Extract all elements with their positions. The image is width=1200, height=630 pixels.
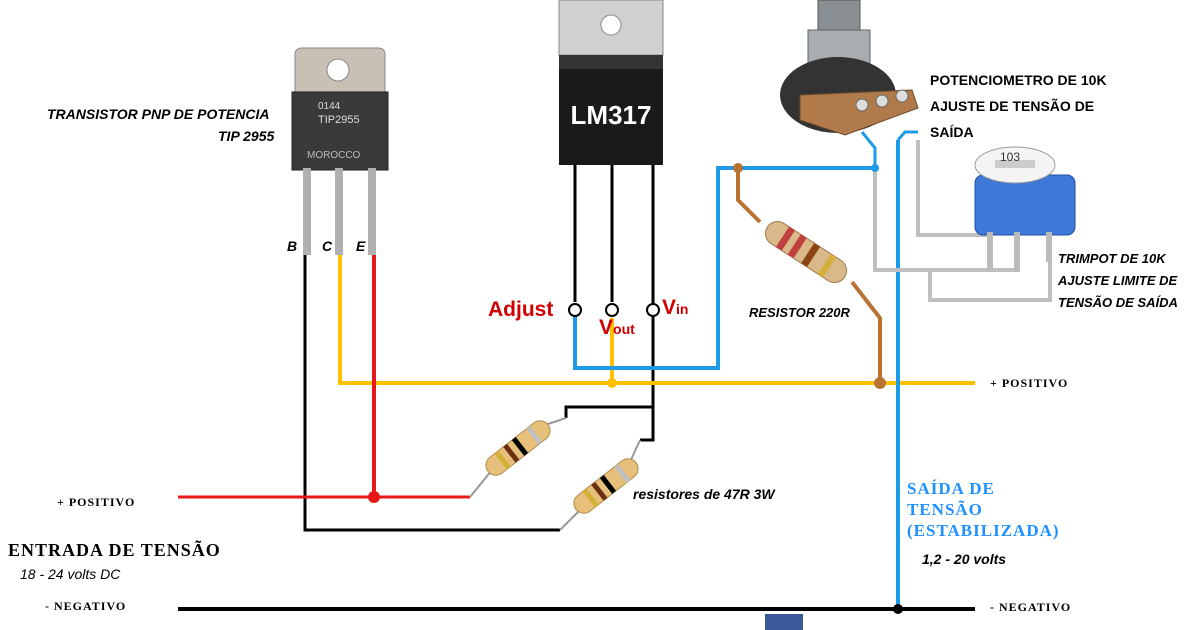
output-label: SAÍDA DE TENSÃO (ESTABILIZADA) bbox=[907, 479, 1060, 540]
lm317-package bbox=[558, 0, 664, 317]
positive-rail-wire bbox=[338, 255, 975, 385]
pin-label-vout: Vout bbox=[599, 316, 635, 339]
junction-dot bbox=[368, 491, 380, 503]
pin-label-e: E bbox=[356, 238, 366, 254]
output-range: 1,2 - 20 volts bbox=[922, 551, 1007, 567]
pot-wiper-wire bbox=[860, 131, 877, 168]
input-negative-label: - NEGATIVO bbox=[45, 599, 127, 613]
negative-rail-label: - NEGATIVO bbox=[990, 600, 1072, 614]
lm317-vin-wire-2 bbox=[640, 407, 655, 442]
adjust-wire bbox=[573, 166, 875, 370]
trimpot-code: 103 bbox=[1000, 150, 1021, 164]
junction-dot bbox=[874, 377, 886, 389]
junction-dot bbox=[893, 604, 903, 614]
resistor-47-a bbox=[485, 420, 551, 476]
trimpot-wire-1 bbox=[873, 168, 1017, 272]
transistor-description: TRANSISTOR PNP DE POTENCIA bbox=[47, 106, 270, 122]
junction-dot bbox=[607, 378, 617, 388]
junction-dot bbox=[871, 164, 879, 172]
transistor-marking-origin: MOROCCO bbox=[307, 150, 361, 161]
pin-label-c: C bbox=[322, 238, 333, 254]
pin-label-adjust: Adjust bbox=[488, 298, 554, 321]
transistor-marking-part: TIP2955 bbox=[318, 114, 360, 126]
potentiometer bbox=[780, 0, 919, 136]
trimpot bbox=[974, 146, 1076, 272]
trimpot-wire-3 bbox=[928, 250, 1052, 302]
junction-dot bbox=[733, 163, 743, 173]
trimpot-label: TRIMPOT DE 10K AJUSTE LIMITE DE TENSÃO D… bbox=[1058, 251, 1178, 310]
resistor-220-lead-top bbox=[736, 168, 762, 224]
resistor-47-b bbox=[573, 458, 639, 514]
resistor-220-lead-bottom bbox=[850, 280, 882, 383]
pin-label-b: B bbox=[287, 238, 298, 254]
input-range: 18 - 24 volts DC bbox=[20, 566, 121, 582]
trimpot-wire-2 bbox=[916, 140, 990, 237]
lm317-label: LM317 bbox=[570, 100, 652, 130]
transistor-base-wire bbox=[303, 255, 560, 532]
transistor-marking-code: 0144 bbox=[318, 101, 341, 112]
positive-rail-label: + POSITIVO bbox=[990, 376, 1069, 390]
pin-label-vin: Vin bbox=[662, 296, 689, 319]
resistor-220-body bbox=[764, 220, 848, 284]
potentiometer-label: POTENCIOMETRO DE 10K AJUSTE DE TENSÃO DE… bbox=[930, 72, 1107, 140]
resistor-220-label: RESISTOR 220R bbox=[749, 305, 850, 320]
resistors-47-label: resistores de 47R 3W bbox=[633, 486, 775, 502]
transistor-model: TIP 2955 bbox=[218, 128, 275, 144]
facebook-icon bbox=[765, 614, 803, 630]
pot-right-wire bbox=[896, 130, 918, 141]
input-title: ENTRADA DE TENSÃO bbox=[8, 540, 221, 560]
input-positive-label: + POSITIVO bbox=[57, 495, 136, 509]
transistor-package bbox=[291, 47, 389, 255]
